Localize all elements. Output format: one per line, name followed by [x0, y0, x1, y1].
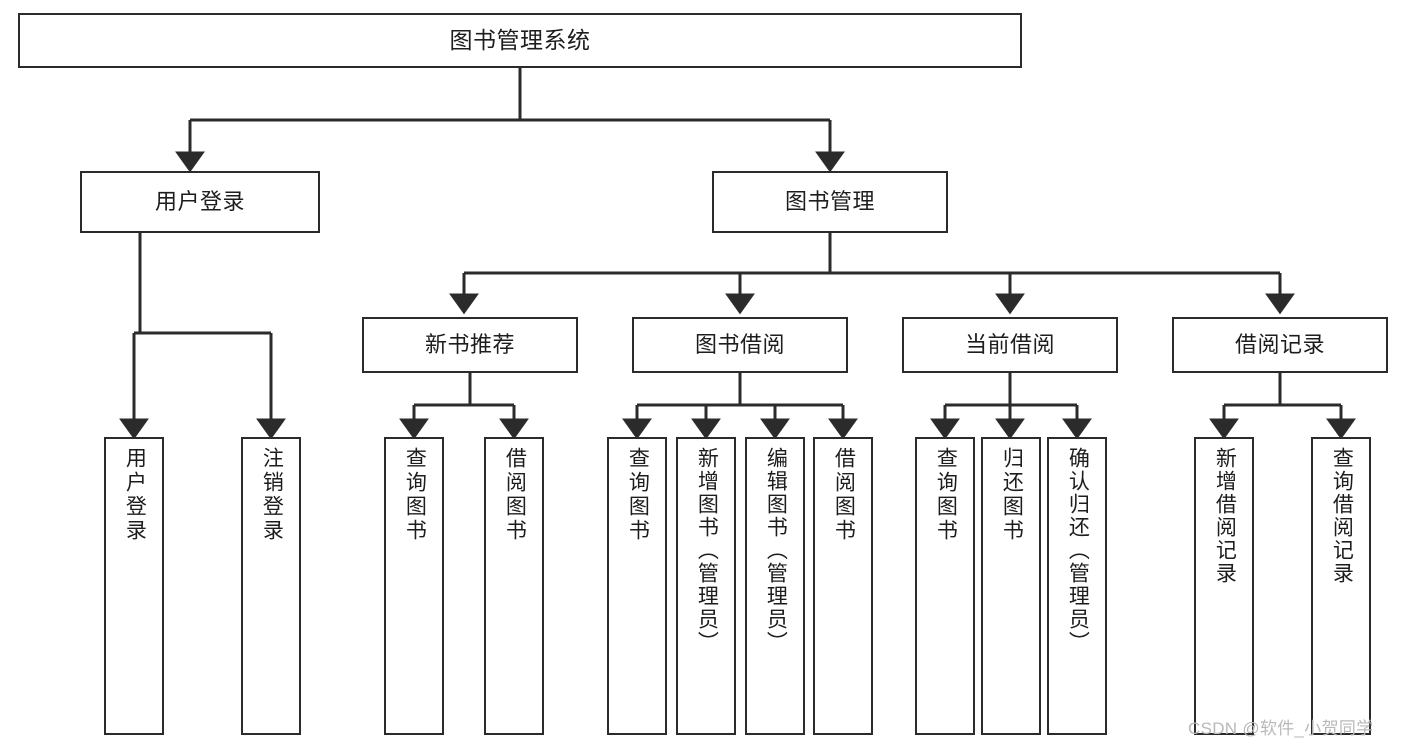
node-label: 编辑图书（管理员） [764, 447, 788, 654]
node-book-borrow[interactable]: 图书借阅 [632, 317, 848, 373]
node-label: 图书借阅 [694, 331, 785, 357]
node-label: 查询图书 [934, 447, 958, 543]
leaf-book-borrow-edit[interactable]: 编辑图书（管理员） [745, 437, 805, 735]
node-user-login[interactable]: 用户登录 [80, 171, 320, 233]
node-label: 借阅记录 [1234, 331, 1325, 357]
node-label: 新书推荐 [424, 331, 515, 357]
leaf-book-borrow-add[interactable]: 新增图书（管理员） [676, 437, 736, 735]
node-label: 查询图书 [626, 447, 650, 543]
leaf-current-borrow-query[interactable]: 查询图书 [915, 437, 975, 735]
node-label: 注销登录 [260, 447, 284, 543]
node-label: 借阅图书 [832, 447, 856, 543]
node-new-book-recommend[interactable]: 新书推荐 [362, 317, 578, 373]
node-root-system[interactable]: 图书管理系统 [18, 13, 1022, 68]
leaf-book-borrow-query[interactable]: 查询图书 [607, 437, 667, 735]
node-label: 查询图书 [403, 447, 427, 543]
node-label: 确认归还（管理员） [1066, 447, 1090, 654]
node-book-management[interactable]: 图书管理 [712, 171, 948, 233]
leaf-new-book-query[interactable]: 查询图书 [384, 437, 444, 735]
leaf-user-login-login[interactable]: 用户登录 [104, 437, 164, 735]
leaf-current-borrow-return[interactable]: 归还图书 [981, 437, 1041, 735]
node-label: 用户登录 [123, 447, 147, 543]
leaf-current-borrow-confirm-return[interactable]: 确认归还（管理员） [1047, 437, 1107, 735]
node-borrow-record[interactable]: 借阅记录 [1172, 317, 1388, 373]
leaf-borrow-record-add[interactable]: 新增借阅记录 [1194, 437, 1254, 735]
node-label: 借阅图书 [503, 447, 527, 543]
leaf-book-borrow-borrow[interactable]: 借阅图书 [813, 437, 873, 735]
node-label: 图书管理系统 [449, 27, 591, 54]
node-label: 用户登录 [154, 188, 245, 214]
node-label: 查询借阅记录 [1330, 447, 1354, 585]
watermark: CSDN @软件_小贺同学 [1188, 719, 1374, 738]
node-label: 新增借阅记录 [1213, 447, 1237, 585]
node-current-borrow[interactable]: 当前借阅 [902, 317, 1118, 373]
node-label: 图书管理 [784, 188, 875, 214]
leaf-new-book-borrow[interactable]: 借阅图书 [484, 437, 544, 735]
node-label: 归还图书 [1000, 447, 1024, 543]
node-label: 新增图书（管理员） [695, 447, 719, 654]
node-label: 当前借阅 [964, 331, 1055, 357]
leaf-user-login-logout[interactable]: 注销登录 [241, 437, 301, 735]
leaf-borrow-record-query[interactable]: 查询借阅记录 [1311, 437, 1371, 735]
